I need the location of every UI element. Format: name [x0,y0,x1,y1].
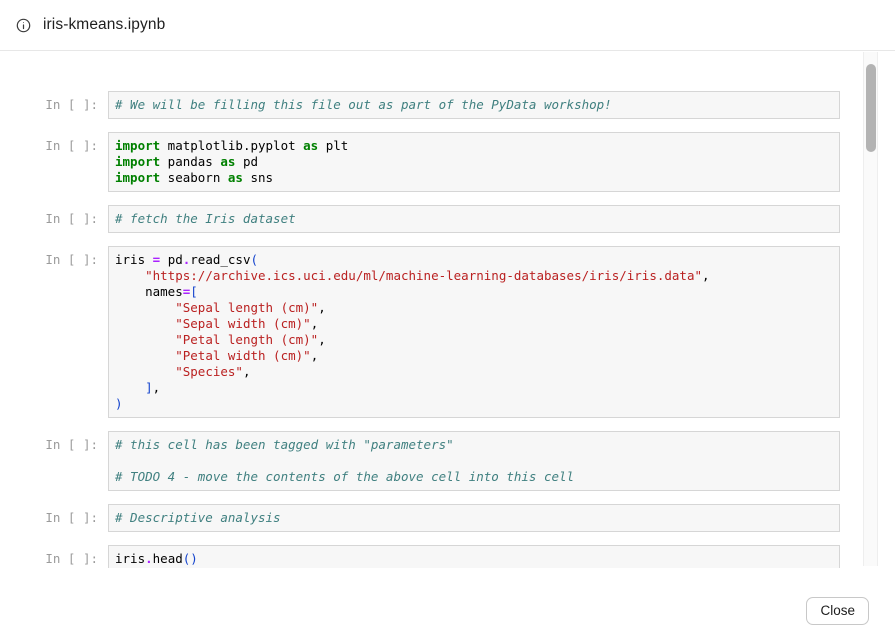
notebook-cell: In [ ]: # this cell has been tagged with … [0,431,895,491]
cell-code: iris = pd.read_csv( "https://archive.ics… [108,246,840,418]
notebook-cell: In [ ]: iris = pd.read_csv( "https://arch… [0,246,895,418]
cell-prompt: In [ ]: [45,138,98,153]
cell-prompt: In [ ]: [45,551,98,566]
info-icon [16,18,31,32]
cell-prompt: In [ ]: [45,437,98,452]
cell-code: # this cell has been tagged with "parame… [108,431,840,491]
code-line: "https://archive.ics.uci.edu/ml/machine-… [145,268,710,283]
close-button[interactable]: Close [806,597,869,625]
code-line: import pandas as pd [115,154,259,169]
notebook-cell: In [ ]: iris.head() [0,545,895,568]
code-line: import seaborn as sns [115,170,274,185]
cell-prompt: In [ ]: [45,97,98,112]
cell-prompt: In [ ]: [45,252,98,267]
cell-code: iris.head() [108,545,840,568]
notebook-preview: In [ ]: # We will be filling this file ou… [0,52,895,568]
code-line: import matplotlib.pyplot as plt [115,138,349,153]
notebook-cell: In [ ]: # fetch the Iris dataset [0,205,895,233]
code-line: "Petal length (cm)", [175,332,326,347]
code-line: # this cell has been tagged with "parame… [115,437,454,452]
code-line: # We will be filling this file out as pa… [115,97,612,112]
notebook-cell: In [ ]: # Descriptive analysis [0,504,895,532]
cell-code: # We will be filling this file out as pa… [108,91,840,119]
code-line: # Descriptive analysis [115,510,281,525]
scrollbar-track[interactable] [863,52,878,566]
code-line [115,453,833,469]
code-line: iris.head() [115,551,198,566]
code-line: ) [115,396,123,411]
cell-code: # fetch the Iris dataset [108,205,840,233]
code-line: "Sepal length (cm)", [175,300,326,315]
code-line: # TODO 4 - move the contents of the abov… [115,469,575,484]
code-line: "Sepal width (cm)", [175,316,319,331]
code-line: ], [145,380,161,395]
code-line: # fetch the Iris dataset [115,211,296,226]
code-line: "Petal width (cm)", [175,348,319,363]
code-line: iris = pd.read_csv( [115,252,259,267]
cell-list: In [ ]: # We will be filling this file ou… [0,52,895,568]
scrollbar-thumb[interactable] [866,64,876,152]
cell-prompt: In [ ]: [45,211,98,226]
notebook-cell: In [ ]: # We will be filling this file ou… [0,91,895,119]
code-line: "Species", [175,364,251,379]
cell-code: # Descriptive analysis [108,504,840,532]
cell-prompt: In [ ]: [45,510,98,525]
notebook-filename: iris-kmeans.ipynb [43,16,166,33]
dialog-header: iris-kmeans.ipynb [0,0,895,51]
code-line: names=[ [115,284,198,299]
